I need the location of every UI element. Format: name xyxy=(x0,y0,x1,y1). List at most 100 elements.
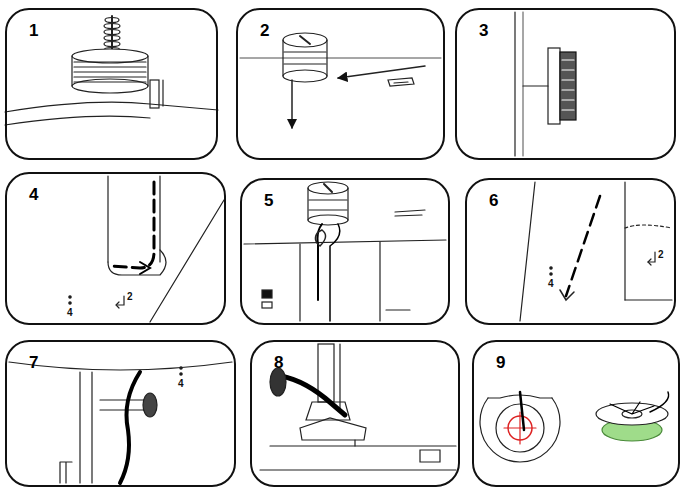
spool-pin-figure xyxy=(71,56,72,86)
bobbin-case-figure xyxy=(610,402,654,414)
take-up-figure xyxy=(560,290,574,300)
step-panel: 4 xyxy=(5,172,226,325)
bobbin-case-figure xyxy=(519,412,520,444)
bobbin-winder-figure xyxy=(562,99,574,100)
spool-figure xyxy=(284,51,326,52)
bobbin-case-figure xyxy=(480,398,560,462)
needle-figure xyxy=(260,469,456,470)
bobbin-winder-figure xyxy=(560,52,576,120)
step-panel: 3 xyxy=(455,8,676,160)
spool-figure xyxy=(338,66,425,78)
thread-path-figure xyxy=(116,302,119,308)
thread-guide-figure xyxy=(386,309,410,310)
tension-figure xyxy=(9,362,232,483)
step-panel: 5 xyxy=(240,178,450,325)
spool-pin-figure xyxy=(72,49,148,63)
tension-figure xyxy=(143,393,157,417)
step-number: 3 xyxy=(479,22,488,39)
thread-guide-figure xyxy=(262,290,272,298)
spool-pin-figure xyxy=(147,56,148,86)
spool-pin-figure xyxy=(5,16,218,125)
step-number: 6 xyxy=(489,192,498,209)
spool-figure xyxy=(282,40,283,76)
step-number: 1 xyxy=(29,22,38,39)
bobbin-winder-figure xyxy=(562,69,574,70)
thread-guide-figure xyxy=(299,244,300,321)
thread-guide-figure xyxy=(308,182,348,194)
thread-guide-figure xyxy=(308,215,348,225)
spool-figure xyxy=(240,33,441,128)
take-up-figure xyxy=(520,182,672,321)
take-up-figure xyxy=(625,225,672,228)
bobbin-case-figure xyxy=(596,403,668,425)
step-number: 7 xyxy=(29,354,38,371)
spool-figure xyxy=(291,80,293,128)
bobbin-winder-figure xyxy=(548,48,560,124)
spool-pin-figure xyxy=(104,42,120,47)
guide-number: 4 xyxy=(547,279,555,289)
needle-figure xyxy=(300,418,366,440)
bobbin-winder-figure xyxy=(523,12,524,156)
spool-pin-figure xyxy=(74,61,146,62)
thread-guide-figure xyxy=(324,184,332,192)
spool-pin-figure xyxy=(150,80,159,108)
spool-figure xyxy=(240,58,441,59)
thread-guide-figure xyxy=(244,240,446,244)
step-number: 4 xyxy=(29,186,38,203)
tension-figure xyxy=(60,462,72,483)
take-up-figure xyxy=(624,182,625,300)
step-panel: 2 xyxy=(236,8,445,160)
thread-guide-figure xyxy=(330,224,340,321)
spool-pin-figure xyxy=(74,76,146,77)
bobbin-winder-figure xyxy=(562,109,574,110)
bobbin-winder-figure xyxy=(562,79,574,80)
spool-pin-figure xyxy=(5,116,150,125)
guide-number: 2 xyxy=(657,250,665,260)
step-panel: 1 xyxy=(5,8,218,160)
bobbin-case-figure xyxy=(650,392,669,412)
tension-figure xyxy=(79,372,80,483)
needle-figure xyxy=(270,368,286,396)
bobbin-winder-figure xyxy=(515,12,576,156)
thread-guide-figure xyxy=(318,224,323,300)
tension-figure xyxy=(120,372,140,483)
bobbin-case-figure xyxy=(520,392,524,430)
thread-guide-figure xyxy=(395,210,425,216)
spool-pin-figure xyxy=(104,36,120,41)
take-up-figure xyxy=(566,196,600,296)
needle-figure xyxy=(355,440,440,462)
tension-figure xyxy=(180,373,182,375)
guide-number: 4 xyxy=(177,379,185,389)
take-up-figure xyxy=(648,259,651,265)
step-number: 5 xyxy=(264,192,273,209)
spool-figure xyxy=(283,70,327,82)
thread-path-figure xyxy=(69,176,224,322)
thread-guide-figure xyxy=(262,302,272,308)
spool-figure xyxy=(283,33,327,47)
spool-pin-figure xyxy=(105,18,119,23)
needle-figure xyxy=(339,344,340,410)
thread-path-figure xyxy=(140,262,150,274)
spool-figure xyxy=(394,82,408,83)
spool-figure xyxy=(284,63,326,64)
spool-pin-figure xyxy=(104,24,120,29)
step-number: 2 xyxy=(260,22,269,39)
thread-path-figure xyxy=(110,182,154,268)
thread-path-figure xyxy=(108,250,166,275)
needle-figure xyxy=(260,344,456,470)
thread-path-figure xyxy=(69,302,71,304)
spool-pin-figure xyxy=(74,81,146,82)
tension-figure xyxy=(9,362,232,370)
thread-guide-figure xyxy=(347,188,348,220)
step-number: 9 xyxy=(496,354,505,371)
tension-figure xyxy=(180,367,182,369)
bobbin-winder-figure xyxy=(523,85,548,86)
bobbin-winder-figure xyxy=(514,12,515,156)
thread-guide-figure xyxy=(244,182,446,321)
illustration xyxy=(5,12,672,483)
spool-figure xyxy=(326,40,327,76)
take-up-figure xyxy=(550,273,552,275)
spool-pin-figure xyxy=(5,102,218,112)
